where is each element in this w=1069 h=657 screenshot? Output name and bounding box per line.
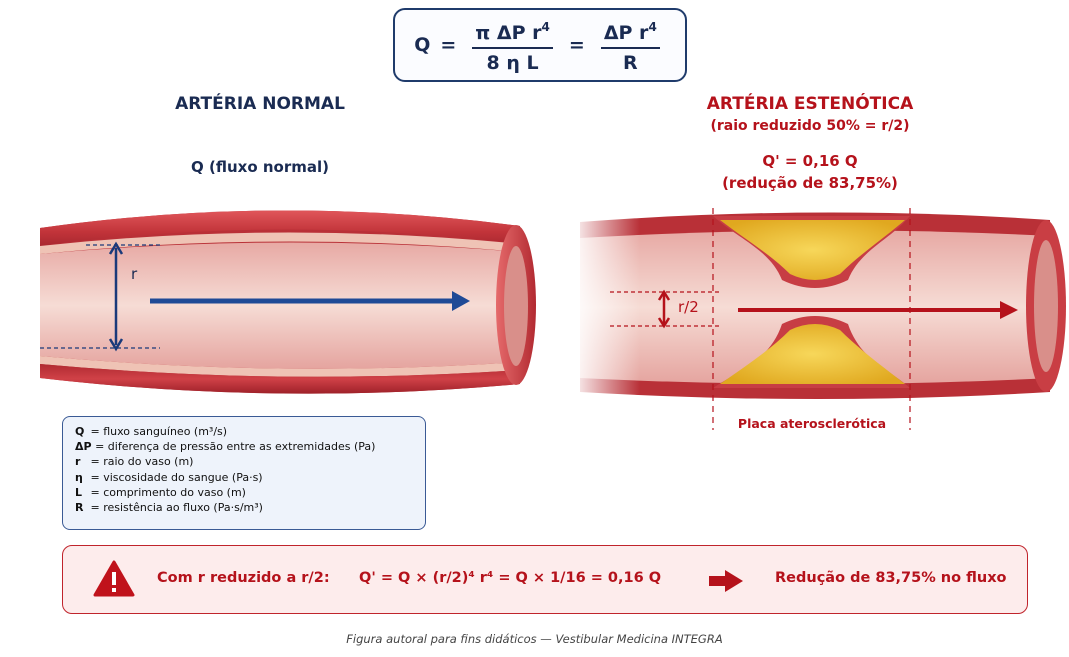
stenotic-reduction-label: (redução de 83,75%): [640, 174, 980, 192]
formula-fraction-1-numerator: π ΔP r4: [472, 16, 553, 49]
figure-caption: Figura autoral para fins didáticos — Ves…: [0, 632, 1069, 646]
stenotic-radius-label: r/2: [678, 298, 699, 316]
legend-text: = diferença de pressão entre as extremid…: [92, 440, 376, 453]
plaque-label: Placa aterosclerótica: [714, 416, 910, 431]
summary-calculation: Q' = Q × (r/2)⁴ r⁴ = Q × 1/16 = 0,16 Q: [359, 570, 661, 586]
stenotic-artery-left-fade: [570, 200, 640, 430]
formula-fraction-1-exponent: 4: [542, 20, 550, 34]
formula-fraction-2: ΔP r4 R: [601, 16, 660, 74]
normal-flow-label: Q (fluxo normal): [150, 158, 370, 176]
formula-fraction-2-exponent: 4: [648, 20, 656, 34]
warning-icon: [93, 560, 135, 598]
formula-fraction-1-denominator: 8 η L: [487, 49, 539, 74]
formula-fraction-1: π ΔP r4 8 η L: [472, 16, 553, 74]
legend-text: = raio do vaso (m): [87, 455, 193, 468]
formula-fraction-2-numerator-text: ΔP r: [604, 22, 649, 44]
stenotic-flow-label: Q' = 0,16 Q: [640, 152, 980, 170]
legend-item-r: r = raio do vaso (m): [75, 454, 425, 469]
formula-fraction-1-numerator-text: π ΔP r: [475, 22, 541, 44]
legend-box: Q = fluxo sanguíneo (m³/s) ΔP = diferenç…: [62, 416, 426, 530]
legend-symbol: Q: [75, 424, 87, 439]
formula-fraction-2-numerator: ΔP r4: [601, 16, 660, 49]
stenotic-subtitle: (raio reduzido 50% = r/2): [640, 118, 980, 134]
legend-item-q: Q = fluxo sanguíneo (m³/s): [75, 424, 425, 439]
stenotic-artery-opening-inner: [1034, 240, 1058, 372]
legend-text: = fluxo sanguíneo (m³/s): [87, 425, 227, 438]
normal-artery-opening-inner: [504, 246, 528, 366]
legend-symbol: η: [75, 470, 87, 485]
legend-item-resistance: R = resistência ao fluxo (Pa·s/m³): [75, 500, 425, 515]
legend-text: = comprimento do vaso (m): [87, 486, 246, 499]
legend-item-eta: η = viscosidade do sangue (Pa·s): [75, 470, 425, 485]
normal-artery-illustration: [30, 200, 540, 410]
formula-equals-2: =: [569, 34, 585, 56]
summary-bar: Com r reduzido a r/2: Q' = Q × (r/2)⁴ r⁴…: [62, 545, 1028, 614]
legend-symbol: r: [75, 454, 87, 469]
stenotic-artery-illustration: [570, 200, 1069, 430]
formula-lhs: Q: [414, 34, 430, 56]
summary-condition: Com r reduzido a r/2:: [157, 570, 330, 586]
legend-text: = viscosidade do sangue (Pa·s): [87, 471, 263, 484]
legend-symbol: ΔP: [75, 439, 92, 454]
stenotic-artery-title: ARTÉRIA ESTENÓTICA: [640, 94, 980, 114]
formula-box: Q = π ΔP r4 8 η L = ΔP r4 R: [393, 8, 687, 82]
arrow-right-icon: [709, 570, 743, 592]
normal-artery-title: ARTÉRIA NORMAL: [120, 94, 400, 114]
legend-symbol: R: [75, 500, 87, 515]
normal-radius-label: r: [131, 265, 137, 283]
summary-result: Redução de 83,75% no fluxo: [775, 570, 1007, 586]
legend-item-l: L = comprimento do vaso (m): [75, 485, 425, 500]
formula-fraction-2-denominator: R: [623, 49, 638, 74]
legend-symbol: L: [75, 485, 87, 500]
legend-item-delta-p: ΔP = diferença de pressão entre as extre…: [75, 439, 425, 454]
normal-artery-lumen: [40, 242, 520, 368]
formula-equals-1: =: [440, 34, 456, 56]
legend-text: = resistência ao fluxo (Pa·s/m³): [87, 501, 263, 514]
